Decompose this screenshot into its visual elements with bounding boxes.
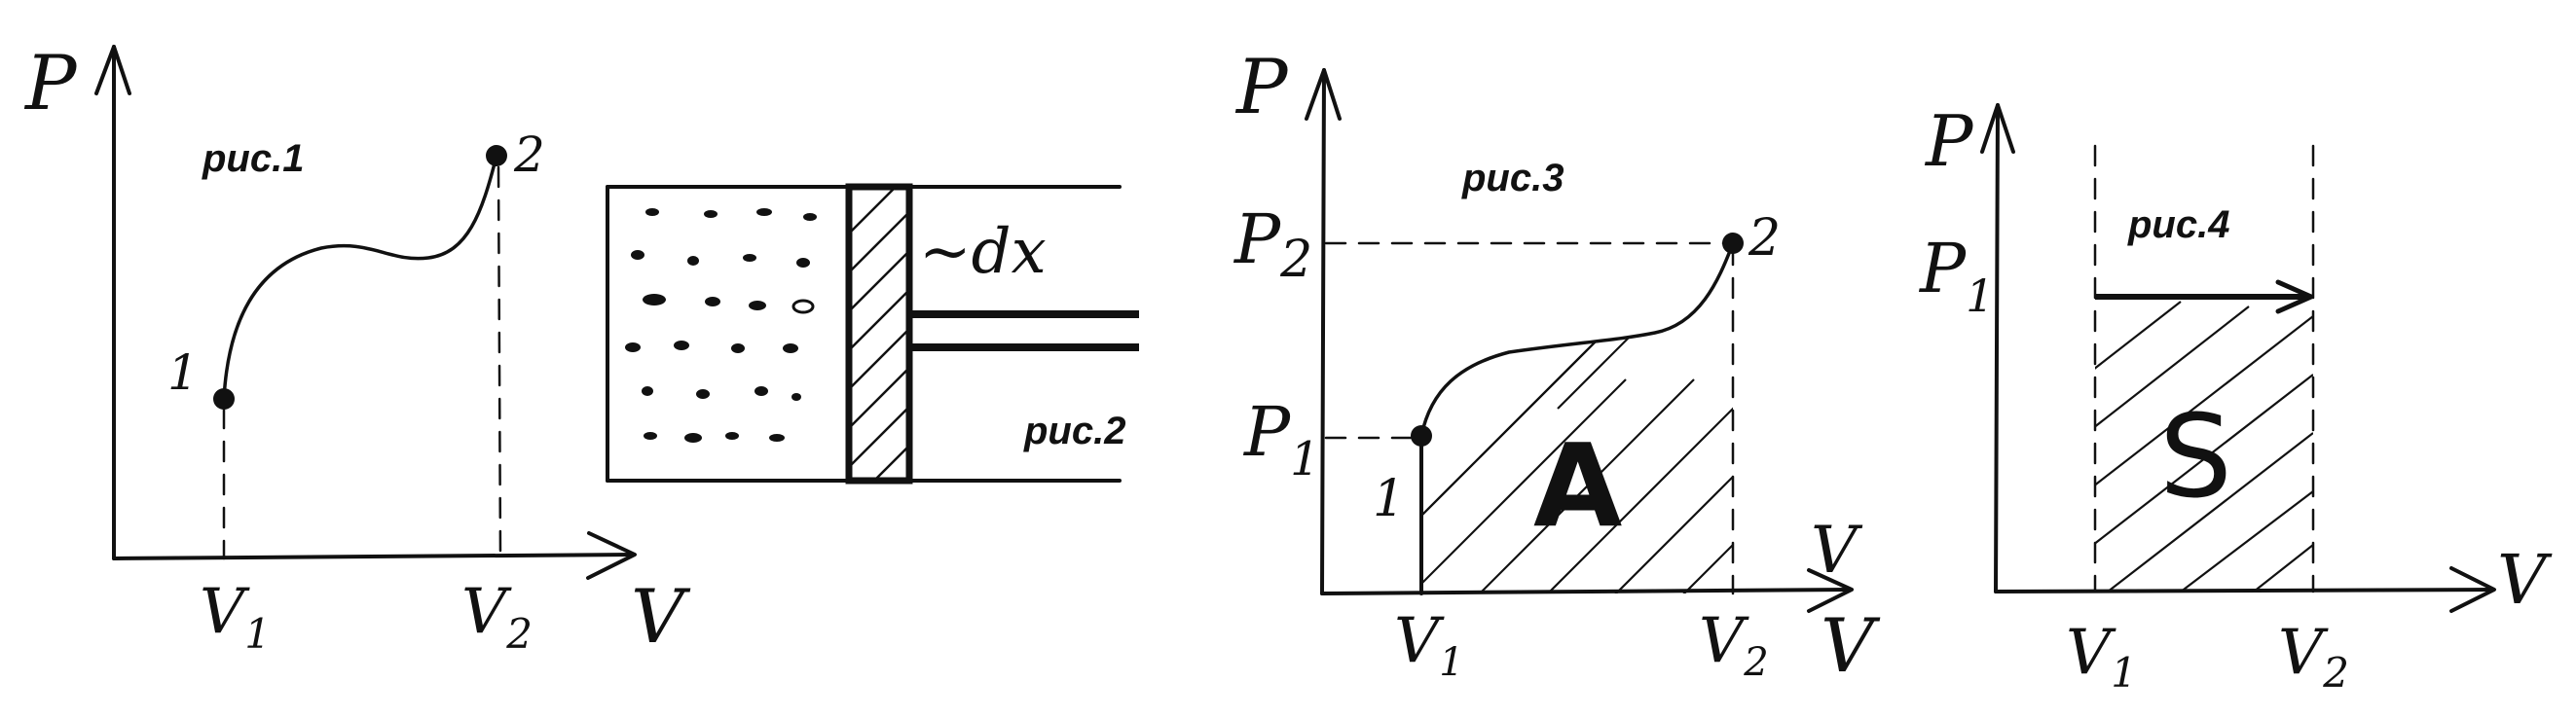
fig4-x-axis <box>1994 588 2494 593</box>
fig1-x-axis <box>112 553 635 560</box>
gas-particle <box>796 258 810 268</box>
gas-particle <box>625 342 641 352</box>
fig1-x-arrowhead <box>586 531 637 580</box>
fig3-caption: рис.3 <box>1461 157 1564 199</box>
gas-particle <box>749 301 766 310</box>
fig3-process-curve <box>1419 241 1735 438</box>
fig1-y-label: P <box>23 40 78 127</box>
fig3-p1-tick: P1 <box>1242 392 1320 486</box>
fig3-v2-tick: V2 <box>1699 605 1769 685</box>
fig4-caption: рис.4 <box>2127 203 2229 246</box>
fig1-point-2 <box>486 145 507 166</box>
gas-particle <box>645 208 659 216</box>
fig4-area-hatching <box>2095 301 2313 592</box>
fig4-p1-sub: 1 <box>1966 270 1994 322</box>
gas-particle <box>743 254 756 262</box>
fig1-point-1 <box>213 388 235 410</box>
gas-particle <box>704 210 718 218</box>
fig2-piston-hatching <box>849 187 909 481</box>
fig4-p1-tick: P1 <box>1918 229 1994 322</box>
figure-1: P рис.1 1 2 V V1 V2 <box>23 40 691 660</box>
fig1-v2-main: V <box>461 576 512 648</box>
gas-particle <box>754 386 768 396</box>
fig1-x-label: V <box>631 573 691 660</box>
fig4-v1-sub: 1 <box>2111 649 2137 697</box>
fig4-process-arrowhead <box>2275 279 2314 314</box>
fig1-process-curve <box>222 154 498 401</box>
fig1-caption: рис.1 <box>202 137 304 180</box>
fig4-v2-main: V <box>2278 617 2329 689</box>
gas-particle <box>674 341 689 350</box>
fig4-x-label: V <box>2497 540 2553 620</box>
fig3-v1-tick: V1 <box>1394 605 1464 685</box>
fig1-y-arrowhead <box>94 45 131 95</box>
fig3-area-label: A <box>1533 418 1622 553</box>
gas-particle <box>687 256 699 266</box>
fig3-x-axis <box>1320 588 1852 595</box>
fig1-v1-main: V <box>200 576 250 648</box>
fig3-y-axis <box>1320 68 1326 595</box>
fig4-area-label: S <box>2159 389 2232 523</box>
figure-4: P P1 рис.4 S V V1 V2 <box>1918 100 2553 697</box>
fig1-v1-tick: V1 <box>200 576 271 658</box>
gas-particle <box>631 250 644 260</box>
fig4-p1-main: P <box>1918 229 1968 308</box>
fig4-y-axis <box>1994 103 2000 593</box>
fig1-point-1-label: 1 <box>167 344 199 401</box>
fig1-v2-guide <box>497 165 502 560</box>
gas-particle <box>791 299 815 314</box>
fig1-point-2-label: 2 <box>513 126 545 183</box>
gas-particle <box>791 393 801 401</box>
figure-3: P рис.3 P2 P1 1 2 A V V V1 V2 <box>1233 44 1881 689</box>
fig2-piston <box>845 183 913 485</box>
fig2-caption: рис.2 <box>1023 410 1125 452</box>
fig3-v2-sub: 2 <box>1743 640 1768 685</box>
gas-particle <box>642 386 653 396</box>
fig3-point-2 <box>1722 233 1744 254</box>
gas-particle <box>783 343 798 353</box>
fig3-x-arrowhead <box>1807 568 1854 613</box>
fig3-point-1 <box>1411 425 1432 447</box>
gas-particle <box>803 213 817 221</box>
gas-particle <box>696 389 710 399</box>
fig3-v2-main: V <box>1699 605 1749 677</box>
fig2-dx-label: ~dx <box>919 216 1047 288</box>
gas-particle <box>769 434 785 442</box>
fig3-y-label: P <box>1234 44 1289 131</box>
fig4-v2-sub: 2 <box>2322 649 2349 697</box>
fig3-p2-tick: P2 <box>1233 199 1312 289</box>
fig3-point-1-label: 1 <box>1373 470 1405 528</box>
fig3-y-arrowhead <box>1305 68 1342 121</box>
fig4-v1-main: V <box>2066 617 2116 689</box>
gas-particle <box>643 294 666 306</box>
fig3-x-label-outer: V <box>1821 602 1881 689</box>
fig3-v1-sub: 1 <box>1439 640 1463 685</box>
fig3-p1-main: P <box>1242 392 1292 472</box>
gas-particle <box>725 432 739 440</box>
gas-particle <box>684 433 702 443</box>
fig3-v1-main: V <box>1394 605 1445 677</box>
fig1-v2-tick: V2 <box>461 576 533 658</box>
fig4-v2-tick: V2 <box>2278 617 2349 697</box>
fig3-p1-sub: 1 <box>1290 432 1320 486</box>
figure-2: ~dx рис.2 <box>606 183 1139 485</box>
gas-particle <box>644 432 657 440</box>
fig3-p2-main: P <box>1233 199 1282 279</box>
fig3-point-2-label: 2 <box>1748 209 1781 268</box>
fig1-v1-sub: 1 <box>244 610 271 658</box>
gas-particle <box>756 208 772 216</box>
gas-particle <box>705 297 720 306</box>
fig3-x-label: V <box>1811 513 1863 588</box>
fig4-y-arrowhead <box>1980 103 2015 154</box>
fig3-p2-sub: 2 <box>1279 231 1312 289</box>
gas-particle <box>731 343 745 353</box>
fig1-v2-sub: 2 <box>505 610 533 658</box>
fig4-y-label: P <box>1924 100 1974 182</box>
fig4-x-arrowhead <box>2449 566 2496 613</box>
fig4-v1-tick: V1 <box>2066 617 2137 697</box>
fig2-gas-particles <box>625 208 817 443</box>
